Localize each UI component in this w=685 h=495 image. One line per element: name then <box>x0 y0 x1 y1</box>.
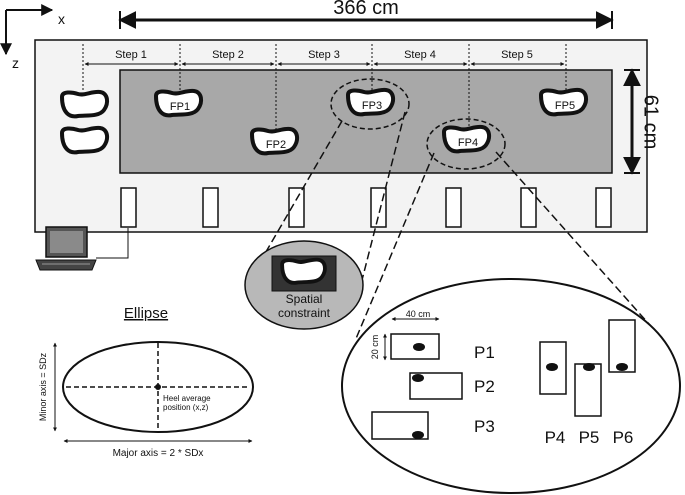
ellipse-panel: Ellipse Heel average position (x,z) Mino… <box>38 305 254 459</box>
x-axis-label: x <box>58 11 65 27</box>
start-footprint-left <box>60 89 110 119</box>
camera <box>120 187 137 228</box>
camera <box>202 187 219 228</box>
step-label: Step 5 <box>501 49 533 61</box>
callout-line <box>495 151 665 342</box>
step-label: Step 3 <box>308 49 340 61</box>
sensor-mat <box>119 69 613 174</box>
position-box-p5 <box>574 363 602 417</box>
footprint-label: FP5 <box>555 100 575 112</box>
footprint-fp2: FP2 <box>250 126 300 156</box>
position-label-p6: P6 <box>613 428 634 447</box>
length-dimension: 366 cm <box>118 0 614 29</box>
footprint-fp5: FP5 <box>539 87 589 117</box>
fp4-highlight <box>426 118 506 170</box>
position-label-p3: P3 <box>474 417 495 436</box>
minor-axis-label: Minor axis = SDz <box>38 352 48 421</box>
footprint-fp3: FP3 <box>346 87 396 117</box>
step-dividers <box>82 44 567 130</box>
laptop-icon <box>35 226 129 271</box>
footprint-label: FP3 <box>362 100 382 112</box>
position-label-p2: P2 <box>474 377 495 396</box>
camera <box>520 187 537 228</box>
step-label: Step 4 <box>404 49 436 61</box>
fp3-highlight <box>330 78 410 130</box>
spatial-constraint-line1: Spatial <box>286 292 323 306</box>
heel-position-detail: 40 cm 20 cm P1 P2 P3 P4 P5 P6 <box>341 278 681 494</box>
step-labels: Step 1 Step 2 Step 3 Step 4 Step 5 <box>115 49 533 61</box>
ellipse-title: Ellipse <box>124 305 168 322</box>
width-label: 61 cm <box>640 95 662 149</box>
step-label: Step 2 <box>212 49 244 61</box>
footprint-label: FP1 <box>170 101 190 113</box>
spatial-constraint-bubble: Spatial constraint <box>244 240 364 330</box>
camera <box>370 187 387 228</box>
width-40cm-label: 40 cm <box>406 309 431 319</box>
footprint-fp4: FP4 <box>442 124 492 154</box>
camera <box>595 187 612 228</box>
axis-indicator: x z <box>0 4 65 71</box>
heel-average-point <box>155 384 161 390</box>
z-axis-label: z <box>12 55 19 71</box>
spatial-constraint-line2: constraint <box>278 306 331 320</box>
camera <box>445 187 462 228</box>
position-label-p4: P4 <box>545 428 566 447</box>
major-axis-label: Major axis = 2 * SDx <box>113 448 204 459</box>
length-label: 366 cm <box>333 0 399 19</box>
camera-row <box>120 187 612 228</box>
position-label-p1: P1 <box>474 343 495 362</box>
callout-line <box>354 152 435 342</box>
heel-label-1: Heel average <box>163 394 211 403</box>
position-label-p5: P5 <box>579 428 600 447</box>
step-label: Step 1 <box>115 49 147 61</box>
height-20cm-label: 20 cm <box>370 335 380 360</box>
footprint-label: FP4 <box>458 137 478 149</box>
callout-line <box>361 111 406 281</box>
camera <box>288 187 305 228</box>
callout-line <box>262 120 343 258</box>
heel-label-2: position (x,z) <box>163 403 209 412</box>
footprint-fp1: FP1 <box>154 88 204 118</box>
width-dimension: 61 cm <box>623 68 662 175</box>
footprint-label: FP2 <box>266 139 286 151</box>
start-footprint-right <box>60 125 110 155</box>
